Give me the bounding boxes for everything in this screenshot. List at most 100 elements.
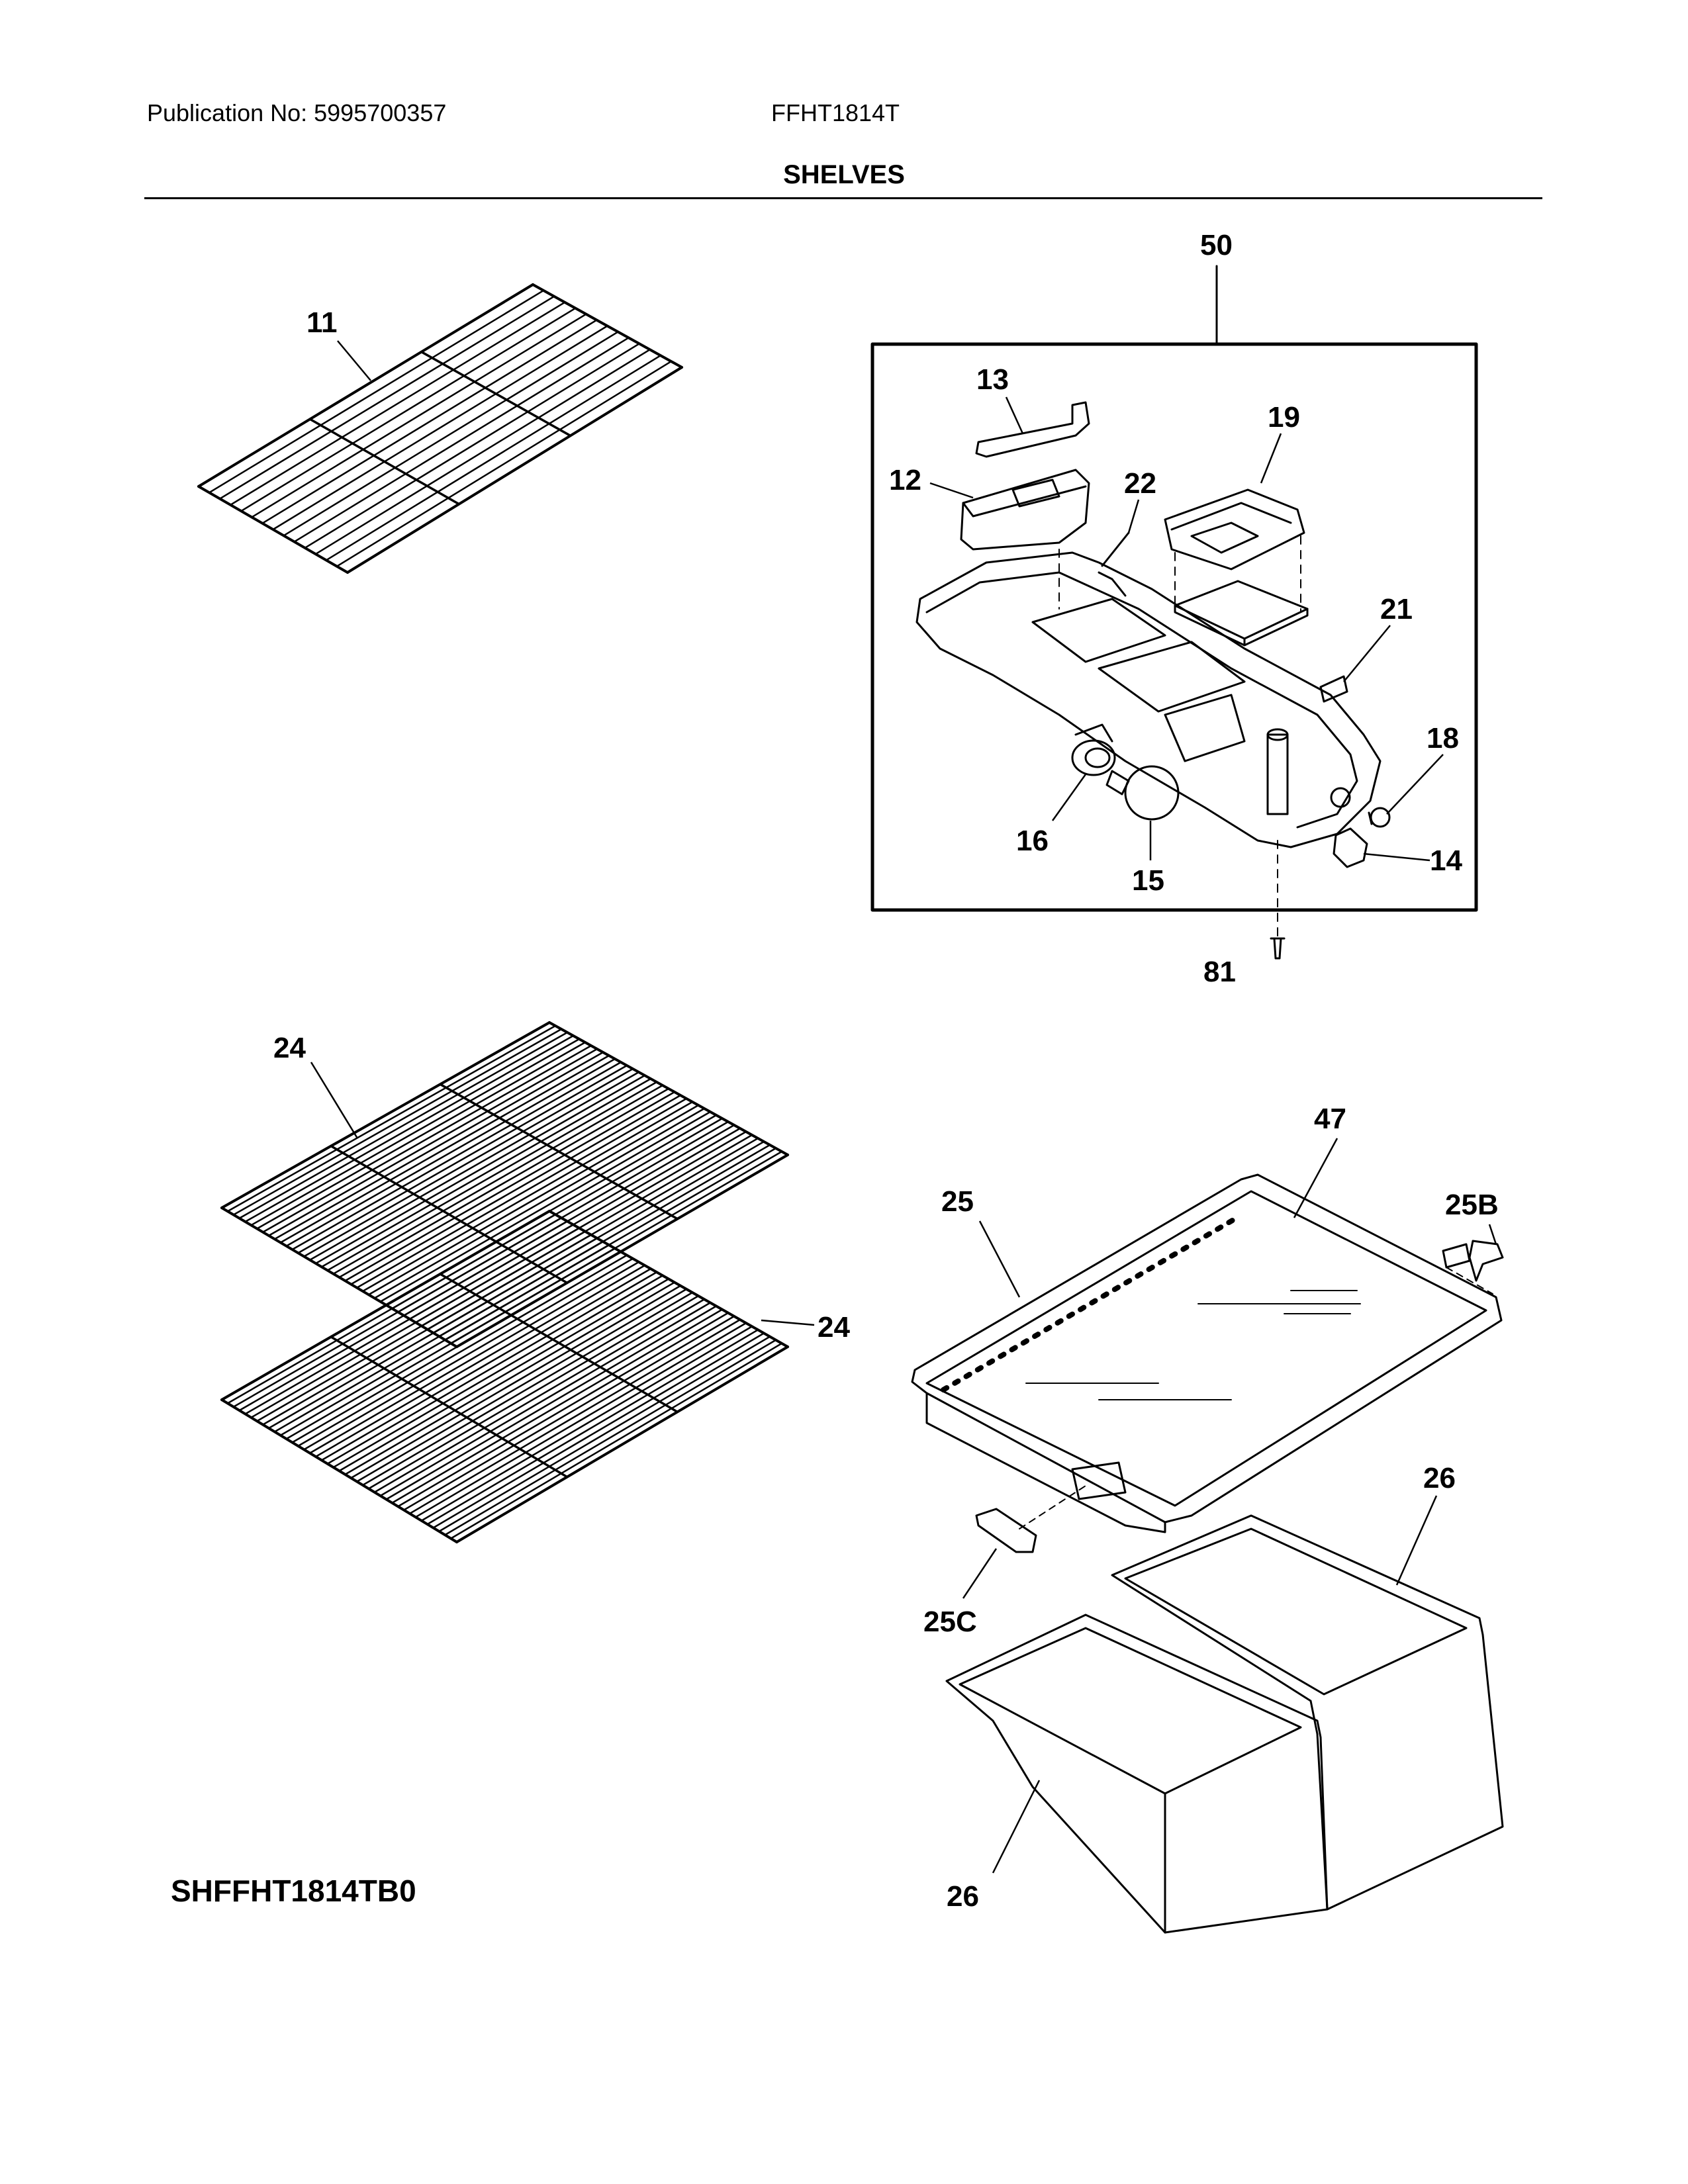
shelf-wire (220, 1210, 551, 1401)
callout-25B: 25B (1445, 1189, 1499, 1221)
shelf-wire (285, 1058, 616, 1247)
clip-25C (975, 1485, 1086, 1553)
shelf-wire (373, 1298, 706, 1493)
screw-81 (1270, 937, 1286, 960)
shelf-wire (279, 1244, 610, 1436)
switch-14 (1333, 827, 1368, 868)
shelf-wire (256, 1041, 586, 1230)
callout-labels: 11 50 13 19 12 22 21 18 16 14 15 81 24 2… (273, 229, 1499, 1913)
shelf-wire (344, 1091, 676, 1282)
section-title: SHELVES (783, 160, 905, 189)
shelf-wire (355, 1288, 688, 1482)
callout-15: 15 (1132, 864, 1164, 897)
callout-21: 21 (1380, 593, 1413, 625)
wire-shelf-11 (197, 283, 683, 574)
shelf-wire (303, 1257, 634, 1451)
shelf-wire (232, 1217, 563, 1408)
callout-47: 47 (1314, 1103, 1346, 1135)
shelf-wire (361, 1291, 694, 1486)
shelf-wire (326, 1271, 658, 1465)
callout-81: 81 (1203, 956, 1236, 988)
control-module-19 (1164, 488, 1305, 570)
shelf-wire (256, 1230, 586, 1422)
bracket-21 (1319, 675, 1348, 703)
shelf-wire (330, 1336, 569, 1479)
handle-13 (975, 401, 1090, 458)
shelf-wire (408, 1318, 741, 1515)
shelf-wire (308, 1071, 640, 1261)
cover-12 (960, 469, 1090, 551)
shelf-wire (385, 1305, 718, 1500)
bulb-15 (1105, 765, 1180, 821)
shelf-wire (197, 283, 534, 488)
shelf-wire (338, 1087, 670, 1279)
shelf-wire (397, 1312, 729, 1508)
callout-25C: 25C (923, 1606, 977, 1638)
wire-shelf-24-upper (220, 1021, 789, 1348)
shelf-wire (229, 301, 566, 506)
shelf-wire (439, 1273, 679, 1414)
shelf-wire (293, 337, 630, 543)
shelf-wire (320, 1267, 652, 1461)
shelf-wire (250, 1227, 581, 1419)
shelf-wire (402, 1315, 735, 1511)
shelf-wire (350, 1285, 682, 1479)
callout-11: 11 (306, 306, 338, 339)
shelf-wire (426, 1329, 759, 1525)
callout-24-lower: 24 (818, 1311, 850, 1343)
shelf-wire (326, 1081, 658, 1271)
shelf-wire (291, 1061, 622, 1251)
shelf-wire (367, 1295, 700, 1490)
lamp-socket-16 (1071, 723, 1116, 776)
callout-25: 25 (941, 1185, 974, 1218)
shelf-wire (304, 343, 640, 549)
assembly-50-box (870, 342, 1478, 912)
shelf-wire (420, 350, 572, 437)
shelf-wire (250, 1038, 581, 1226)
crisper-cover-25 (911, 1173, 1503, 1533)
callout-24-upper: 24 (273, 1032, 306, 1064)
shelf-wire (297, 1254, 628, 1447)
callout-14: 14 (1430, 844, 1462, 877)
shelf-wire (432, 1332, 765, 1529)
shelf-wire (338, 1278, 670, 1472)
shelf-wire (346, 366, 683, 574)
shelf-wire (232, 1028, 563, 1216)
shelf-wire (261, 1044, 592, 1233)
header-rule (144, 197, 1542, 199)
shelf-wire (297, 1064, 628, 1254)
shelf-wire (226, 1024, 557, 1212)
clip-25B (1442, 1240, 1504, 1295)
shelf-wire (314, 1074, 646, 1265)
shelf-wire (261, 319, 598, 524)
light-housing (915, 551, 1382, 848)
callout-12: 12 (889, 464, 921, 496)
shelf-wire (218, 295, 555, 500)
control-board (1174, 580, 1309, 647)
shelf-wire (308, 1261, 640, 1454)
shelf-wire (332, 1275, 664, 1469)
shelf-wire (267, 1237, 598, 1430)
callout-16: 16 (1016, 825, 1049, 857)
callout-22: 22 (1124, 467, 1156, 500)
shelf-wire (303, 1068, 634, 1257)
callout-18: 18 (1427, 722, 1459, 754)
shelf-wire (361, 1101, 694, 1293)
shelf-wire (344, 1281, 676, 1476)
harness-22 (1098, 531, 1130, 597)
model-number: FFHT1814T (771, 99, 900, 126)
callout-26-left: 26 (947, 1880, 979, 1913)
shelf-wire (308, 418, 461, 506)
shelf-wire (414, 1322, 747, 1518)
shelf-wire (455, 1345, 789, 1543)
shelf-wire (273, 1240, 604, 1433)
shelf-wire (314, 348, 651, 555)
shelf-wire (238, 1031, 569, 1219)
shelf-wire (244, 1224, 575, 1415)
shelf-wire (325, 354, 662, 561)
shelf-wire (332, 1084, 664, 1275)
shelf-wire (272, 325, 608, 531)
shelf-wire (314, 1264, 646, 1458)
shelf-wire (244, 1034, 575, 1223)
shelf-wire (251, 313, 587, 518)
